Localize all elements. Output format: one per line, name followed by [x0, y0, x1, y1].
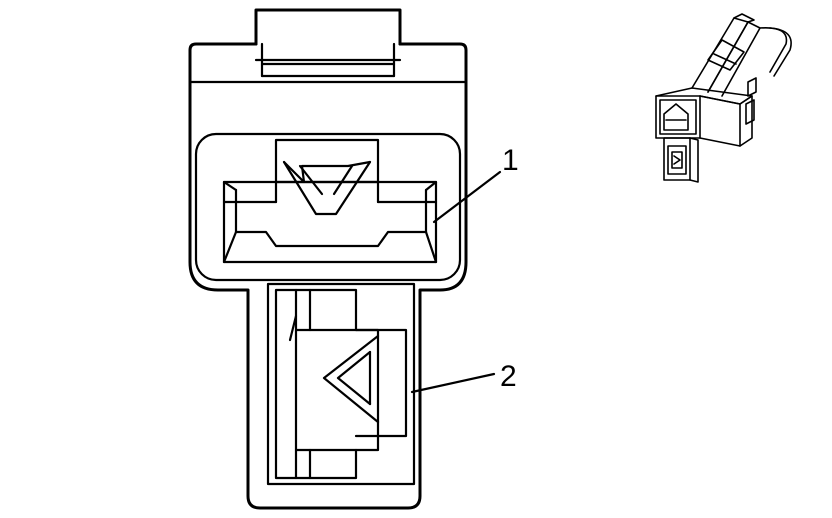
connector-front-view-icon: [188, 8, 502, 510]
connector-body-outline: [188, 42, 468, 510]
callout-1-leader: [432, 170, 502, 224]
callout-label-2: 2: [500, 360, 517, 393]
callout-2-leader: [410, 372, 496, 394]
upper-cavity: [194, 132, 462, 282]
connector-perspective-view-icon: [655, 13, 792, 183]
lower-cavity: [266, 282, 416, 486]
top-tab: [254, 8, 402, 78]
callout-label-1: 1: [502, 144, 519, 177]
